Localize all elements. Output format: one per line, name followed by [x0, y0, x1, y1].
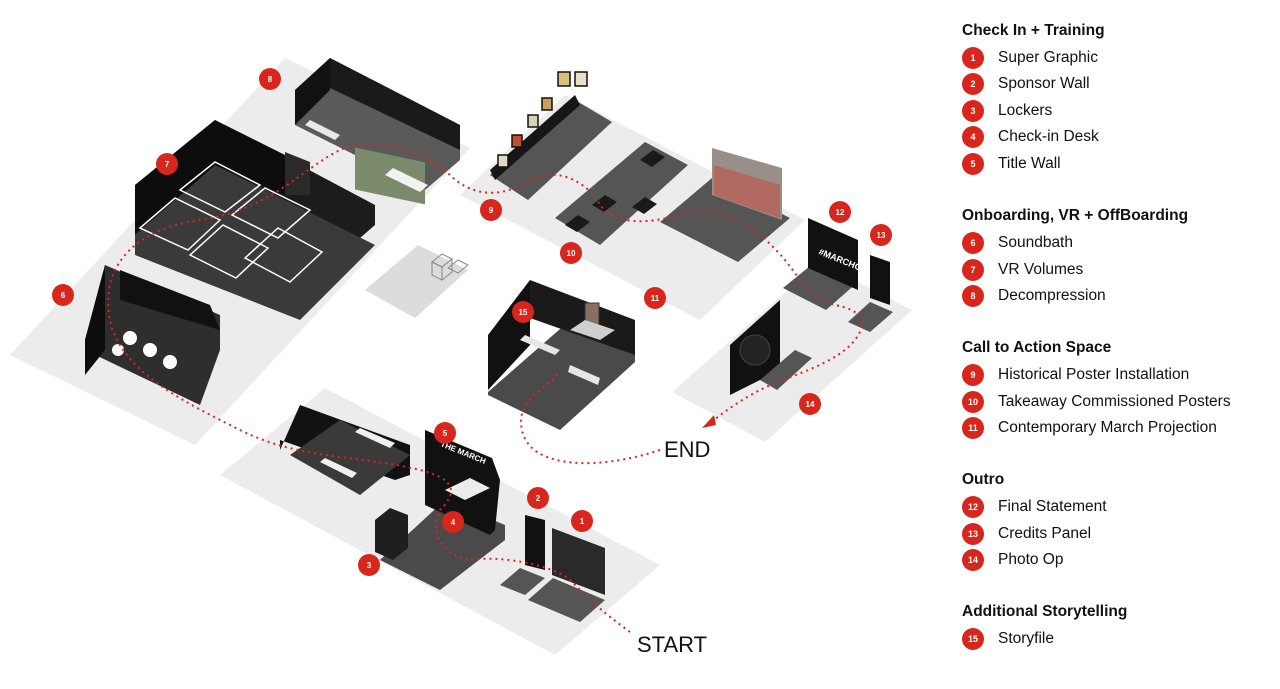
legend-item-label: Takeaway Commissioned Posters — [998, 393, 1231, 410]
svg-text:6: 6 — [61, 291, 66, 300]
legend-number-badge: 10 — [962, 391, 984, 413]
legend-item-label: Decompression — [998, 287, 1106, 304]
legend-section-title: Onboarding, VR + OffBoarding — [962, 207, 1189, 224]
legend-item: 4 Check-in Desk — [962, 125, 1099, 149]
legend-item: 5 Title Wall — [962, 152, 1061, 176]
svg-text:12: 12 — [836, 208, 845, 217]
map-marker-4: 4 — [442, 511, 464, 533]
legend-item: 13 Credits Panel — [962, 522, 1091, 546]
map-marker-3: 3 — [358, 554, 380, 576]
legend-number-badge: 12 — [962, 496, 984, 518]
map-marker-6: 6 — [52, 284, 74, 306]
end-label: END — [664, 437, 710, 462]
legend-item-label: Sponsor Wall — [998, 75, 1090, 92]
legend-item: 14 Photo Op — [962, 548, 1064, 572]
route-arrow-head-icon — [702, 415, 716, 428]
legend-number-badge: 3 — [962, 100, 984, 122]
svg-text:2: 2 — [536, 494, 541, 503]
map-marker-10: 10 — [560, 242, 582, 264]
soundbath-room — [85, 265, 220, 405]
map-marker-9: 9 — [480, 199, 502, 221]
svg-text:1: 1 — [580, 517, 585, 526]
map-marker-11: 11 — [644, 287, 666, 309]
map-marker-14: 14 — [799, 393, 821, 415]
legend-number-badge: 4 — [962, 126, 984, 148]
legend-item: 1 Super Graphic — [962, 46, 1098, 70]
floor-plate-storage — [365, 245, 468, 318]
svg-text:10: 10 — [567, 249, 576, 258]
legend-item: 12 Final Statement — [962, 495, 1107, 519]
legend-item-label: Super Graphic — [998, 49, 1098, 66]
start-label: START — [637, 632, 707, 657]
exhibit-floor-plan: #MARCHON THE MARCH — [10, 58, 912, 657]
storyfile-route-path — [519, 371, 661, 465]
legend-item-label: Credits Panel — [998, 525, 1092, 542]
map-marker-7: 7 — [156, 153, 178, 175]
legend-item-label: Soundbath — [998, 234, 1073, 251]
legend-number-badge: 8 — [962, 285, 984, 307]
svg-text:13: 13 — [877, 231, 886, 240]
legend-number-badge: 1 — [962, 47, 984, 69]
legend-item-label: Storyfile — [998, 630, 1054, 647]
legend-item-label: Contemporary March Projection — [998, 419, 1217, 436]
map-marker-5: 5 — [434, 422, 456, 444]
svg-text:9: 9 — [489, 206, 494, 215]
map-marker-8: 8 — [259, 68, 281, 90]
svg-text:11: 11 — [651, 294, 660, 303]
legend-number-badge: 14 — [962, 549, 984, 571]
svg-text:4: 4 — [451, 518, 456, 527]
legend-item: 15 Storyfile — [962, 627, 1054, 651]
map-marker-12: 12 — [829, 201, 851, 223]
decompression-room — [295, 58, 460, 205]
outro-space: #MARCHON — [730, 218, 893, 395]
legend-number-badge: 9 — [962, 364, 984, 386]
legend-item-label: Historical Poster Installation — [998, 366, 1190, 383]
storyfile-room — [488, 280, 635, 430]
legend-section-title: Check In + Training — [962, 22, 1105, 39]
legend-item: 7 VR Volumes — [962, 258, 1083, 282]
legend-number-badge: 11 — [962, 417, 984, 439]
map-marker-15: 15 — [512, 301, 534, 323]
svg-text:7: 7 — [165, 160, 170, 169]
legend-number-badge: 7 — [962, 259, 984, 281]
map-marker-2: 2 — [527, 487, 549, 509]
legend-item: 6 Soundbath — [962, 231, 1073, 255]
svg-text:14: 14 — [806, 400, 815, 409]
legend-item: 9 Historical Poster Installation — [962, 363, 1189, 387]
storage-crates — [431, 253, 469, 282]
legend-item: 2 Sponsor Wall — [962, 72, 1090, 96]
legend-number-badge: 15 — [962, 628, 984, 650]
legend-section-title: Additional Storytelling — [962, 603, 1128, 620]
legend-item: 8 Decompression — [962, 284, 1106, 308]
svg-text:8: 8 — [268, 75, 273, 84]
legend-item-label: Check-in Desk — [998, 128, 1099, 145]
map-marker-13: 13 — [870, 224, 892, 246]
legend-item: 3 Lockers — [962, 99, 1052, 123]
vr-volumes — [135, 120, 375, 320]
legend-item-label: Lockers — [998, 102, 1053, 119]
map-markers: 1 2 3 4 5 6 7 8 9 10 11 12 13 14 15 — [52, 68, 892, 576]
map-marker-1: 1 — [571, 510, 593, 532]
legend-section-title: Call to Action Space — [962, 339, 1112, 356]
call-to-action-space — [490, 71, 790, 262]
legend-item: 10 Takeaway Commissioned Posters — [962, 390, 1231, 414]
legend-item-label: VR Volumes — [998, 261, 1084, 278]
legend-item-label: Title Wall — [998, 155, 1061, 172]
legend-number-badge: 13 — [962, 523, 984, 545]
legend-number-badge: 6 — [962, 232, 984, 254]
legend-number-badge: 2 — [962, 73, 984, 95]
svg-text:15: 15 — [519, 308, 528, 317]
svg-text:5: 5 — [443, 429, 448, 438]
legend-item-label: Photo Op — [998, 551, 1064, 568]
legend-item-label: Final Statement — [998, 498, 1107, 515]
floor-plate-outro — [672, 262, 912, 442]
legend-item: 11 Contemporary March Projection — [962, 416, 1217, 440]
legend-number-badge: 5 — [962, 153, 984, 175]
svg-text:3: 3 — [367, 561, 372, 570]
legend-section-title: Outro — [962, 471, 1005, 488]
